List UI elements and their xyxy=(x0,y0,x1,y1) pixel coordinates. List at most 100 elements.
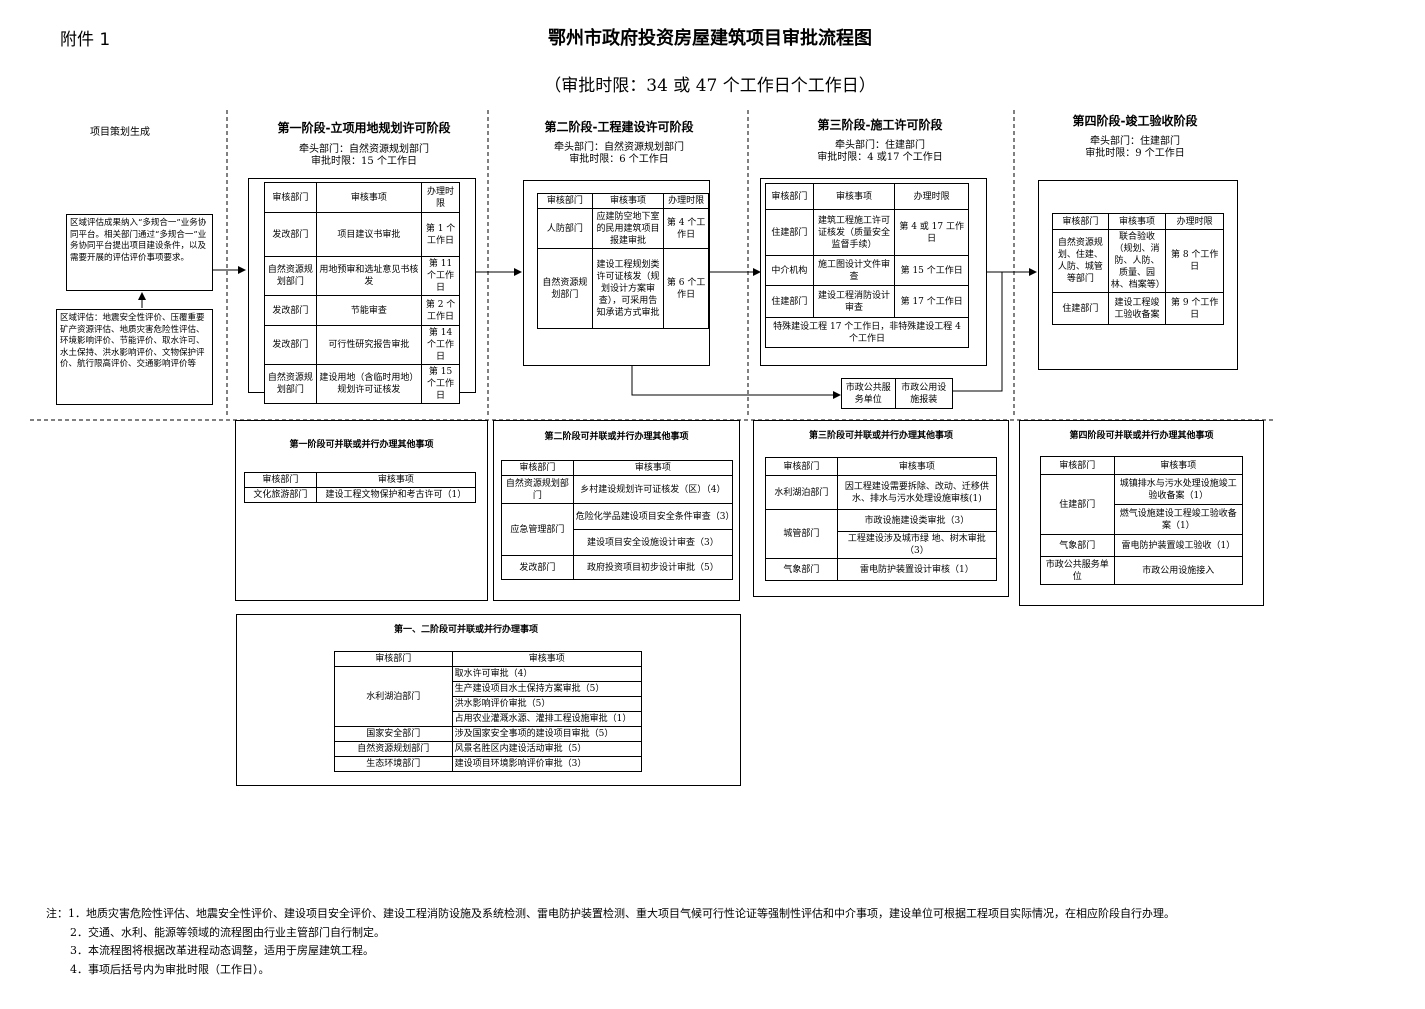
time-cell: 第 6 个工作日 xyxy=(663,248,709,329)
item-cell: 用地预审和选址意见书核发 xyxy=(315,256,423,296)
item-cell: 风景名胜区内建设活动审批（5） xyxy=(451,741,643,757)
time-cell: 第 2 个工作日 xyxy=(421,295,460,326)
stage4-head-dept: 审核部门 xyxy=(1052,213,1109,230)
item-cell: 市政公用设施接入 xyxy=(1113,556,1244,585)
item-cell: 项目建议书审批 xyxy=(315,212,423,257)
item-cell: 涉及国家安全事项的建设项目审批（5） xyxy=(451,726,643,742)
item-cell: 雷电防护装置竣工验收（1） xyxy=(1113,534,1244,557)
stage1-head-dept: 审核部门 xyxy=(264,182,317,213)
footnotes: 注：1．地质灾害危险性评估、地震安全性评价、建设项目安全评价、建设工程消防设施及… xyxy=(46,905,1175,979)
item-cell: 可行性研究报告审批 xyxy=(315,325,423,365)
dept-cell: 自然资源规划部门 xyxy=(264,364,317,404)
parallel3-table: 审核部门 审核事项 水利湖泊部门 因工程建设需要拆除、改动、迁移供水、排水与污水… xyxy=(765,457,998,581)
item-cell: 建设工程消防设计审查 xyxy=(812,285,896,318)
item-cell: 应建防空地下室的民用建筑项目报建审批 xyxy=(591,208,665,249)
item-cell: 建设工程规划类许可证核发（规划设计方案审查），可采用告知承诺方式审批 xyxy=(591,248,665,329)
dept-cell: 水利湖泊部门 xyxy=(334,666,453,727)
municipal-item: 市政公用设施报装 xyxy=(894,378,954,409)
dept-cell: 发改部门 xyxy=(264,212,317,257)
stage2-head-time: 办理时限 xyxy=(663,193,709,209)
time-cell: 第 9 个工作日 xyxy=(1165,292,1224,325)
stage3-title: 第三阶段-施工许可阶段 xyxy=(817,118,943,132)
page-title: 鄂州市政府投资房屋建筑项目审批流程图 xyxy=(548,28,872,49)
parallel1-title: 第一阶段可并联或并行办理其他事项 xyxy=(289,440,434,450)
time-cell: 第 11 个工作日 xyxy=(421,256,460,296)
stage4-lead: 牵头部门：住建部门 xyxy=(1090,136,1180,147)
parallel1-table: 审核部门 审核事项 文化旅游部门 建设工程文物保护和考古许可（1） xyxy=(244,472,477,503)
time-cell: 第 8 个工作日 xyxy=(1165,229,1224,293)
p2-head-item: 审核事项 xyxy=(572,460,734,476)
time-cell: 第 15 个工作日 xyxy=(421,364,460,404)
table-row: 住建部门 建设工程竣工验收备案 第 9 个工作日 xyxy=(1052,292,1224,325)
item-cell: 建设工程竣工验收备案 xyxy=(1107,292,1167,325)
table-row: 住建部门 建设工程消防设计审查 第 17 个工作日 xyxy=(765,285,969,318)
table-row: 自然资源规划、住建、人防、城管等部门 联合验收（规划、消防、人防、质量、园林、档… xyxy=(1052,229,1224,293)
dept-cell: 气象部门 xyxy=(765,558,838,581)
table-row: 城管部门 市政设施建设类审批（3） xyxy=(765,509,998,559)
dept-cell: 住建部门 xyxy=(765,285,814,318)
table-row: 水利湖泊部门 因工程建设需要拆除、改动、迁移供水、排水与污水处理设施审核(1) xyxy=(765,475,998,510)
dept-cell: 住建部门 xyxy=(1040,474,1115,535)
table-row: 发改部门 可行性研究报告审批 第 14 个工作日 xyxy=(264,325,460,365)
stage1-lead: 牵头部门：自然资源规划部门 xyxy=(299,144,429,155)
item-cell: 生产建设项目水土保持方案审批（5） xyxy=(451,681,643,697)
time-cell: 第 17 个工作日 xyxy=(894,285,969,318)
stage4-limit: 审批时限：9 个工作日 xyxy=(1085,148,1185,159)
municipal-unit: 市政公共服务单位 xyxy=(841,378,896,409)
p4-head-item: 审核事项 xyxy=(1113,456,1244,475)
p1-head-dept: 审核部门 xyxy=(244,472,317,488)
dept-cell: 发改部门 xyxy=(501,555,574,580)
dept-cell: 气象部门 xyxy=(1040,534,1115,557)
p4-head-dept: 审核部门 xyxy=(1040,456,1115,475)
item-cell: 占用农业灌溉水源、灌排工程设施审批（1） xyxy=(451,711,643,727)
dept-cell: 市政公共服务单位 xyxy=(1040,556,1115,585)
stage1-head-time: 办理时限 xyxy=(421,182,460,213)
item-cell: 工程建设涉及城市绿 地、树木审批（3） xyxy=(836,531,998,559)
table-row: 国家安全部门 涉及国家安全事项的建设项目审批（5） xyxy=(334,726,643,742)
stage3-head-item: 审核事项 xyxy=(812,183,896,210)
parallel1-box xyxy=(235,420,488,601)
stage3-limit: 审批时限：4 或17 个工作日 xyxy=(817,152,943,163)
attachment-label: 附件 1 xyxy=(60,30,111,50)
parallel2-title: 第二阶段可并联或并行办理其他事项 xyxy=(544,432,689,442)
table-row: 气象部门 雷电防护装置竣工验收（1） xyxy=(1040,534,1244,557)
municipal-table: 市政公共服务单位 市政公用设施报装 xyxy=(841,378,954,409)
stage2-lead: 牵头部门：自然资源规划部门 xyxy=(554,142,684,153)
p12-head-item: 审核事项 xyxy=(451,651,643,667)
time-cell: 第 4 个工作日 xyxy=(663,208,709,249)
p3-head-dept: 审核部门 xyxy=(765,457,838,476)
note-2: 2．交通、水利、能源等领域的流程图由行业主管部门自行制定。 xyxy=(70,925,385,939)
item-cell: 危险化学品建设项目安全条件审查（3） xyxy=(572,503,734,530)
item-cell: 市政设施建设类审批（3） xyxy=(836,509,998,532)
parallel3-title: 第三阶段可并联或并行办理其他事项 xyxy=(808,431,953,441)
p3-head-item: 审核事项 xyxy=(836,457,998,476)
stage3-head-dept: 审核部门 xyxy=(765,183,814,210)
item-cell: 因工程建设需要拆除、改动、迁移供水、排水与污水处理设施审核(1) xyxy=(836,475,998,510)
stage4-head-item: 审核事项 xyxy=(1107,213,1167,230)
page-subtitle: （审批时限：34 或 47 个工作日个工作日） xyxy=(544,76,876,96)
dept-cell: 自然资源规划部门 xyxy=(537,248,593,329)
stage2-head-item: 审核事项 xyxy=(591,193,665,209)
dept-cell: 自然资源规划部门 xyxy=(334,741,453,757)
stage1-title: 第一阶段-立项用地规划许可阶段 xyxy=(277,121,451,135)
parallel2-table: 审核部门 审核事项 自然资源规划部门 乡村建设规划许可证核发（区）（4） 应急管… xyxy=(501,460,734,580)
table-row: 自然资源规划部门 乡村建设规划许可证核发（区）（4） xyxy=(501,475,734,504)
p12-head-dept: 审核部门 xyxy=(334,651,453,667)
item-cell: 雷电防护装置设计审核（1） xyxy=(836,558,998,581)
area-integration-text: 区域评估成果纳入“多规合一”业务协同平台。相关部门通过“多规合一”业务协同平台提… xyxy=(70,218,207,263)
table-row: 燃气设施建设工程竣工验收备案（1） xyxy=(1041,504,1244,535)
item-cell: 乡村建设规划许可证核发（区）（4） xyxy=(572,475,734,504)
p2-head-dept: 审核部门 xyxy=(501,460,574,476)
dept-cell: 自然资源规划部门 xyxy=(501,475,574,504)
municipal-to-stage4 xyxy=(952,272,1003,392)
table-row: 住建部门 建筑工程施工许可证核发（质量安全监督手续） 第 4 或 17 工作日 xyxy=(765,209,969,256)
stage3-head-time: 办理时限 xyxy=(894,183,969,210)
dept-cell: 城管部门 xyxy=(765,509,838,559)
table-row: 自然资源规划部门 建设用地（含临时用地）规划许可证核发 第 15 个工作日 xyxy=(264,364,460,404)
stage3-table: 审核部门 审核事项 办理时限 住建部门 建筑工程施工许可证核发（质量安全监督手续… xyxy=(765,183,969,348)
table-row: 特殊建设工程 17 个工作日，非特殊建设工程 4 个工作日 xyxy=(765,317,969,348)
stage1-table: 审核部门 审核事项 办理时限 发改部门 项目建议书审批 第 1 个工作日 自然资… xyxy=(264,182,460,404)
table-row: 生态环境部门 建设项目环境影响评价审批（3） xyxy=(334,756,643,772)
table-row: 人防部门 应建防空地下室的民用建筑项目报建审批 第 4 个工作日 xyxy=(537,208,709,249)
stage2-table: 审核部门 审核事项 办理时限 人防部门 应建防空地下室的民用建筑项目报建审批 第… xyxy=(537,193,709,329)
